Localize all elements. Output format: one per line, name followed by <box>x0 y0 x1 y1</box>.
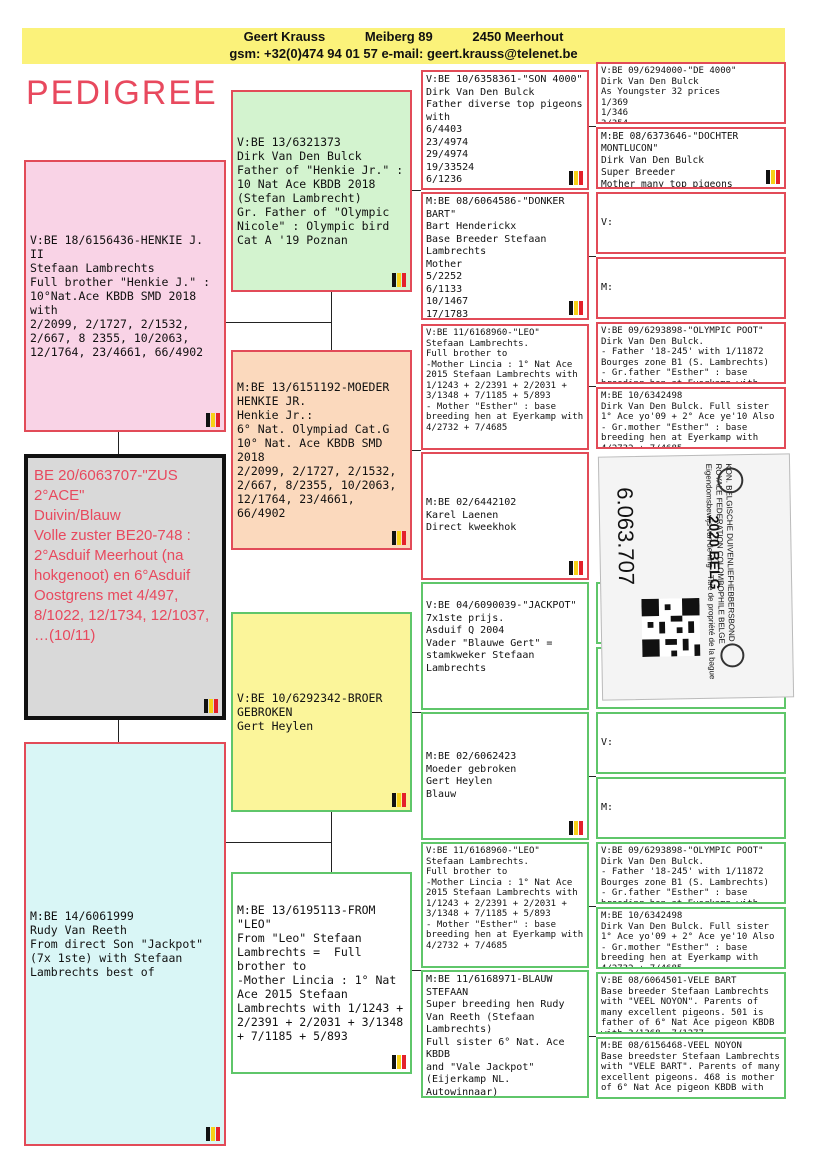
belgium-flag-icon <box>392 531 406 545</box>
gen3-box-7: V:BE 11/6168960-"LEO" Stefaan Lambrechts… <box>421 842 589 968</box>
sire-dam-box: M:BE 13/6151192-MOEDER HENKIE JR. Henkie… <box>231 350 412 550</box>
gen4-box-10: M: <box>596 777 786 839</box>
gen4-box-12: M:BE 10/6342498 Dirk Van Den Bulck. Full… <box>596 907 786 969</box>
belgium-flag-icon <box>204 699 218 713</box>
dam-sire-text: V:BE 10/6292342-BROER GEBROKEN Gert Heyl… <box>237 691 383 733</box>
belgium-flag-icon <box>392 273 406 287</box>
gen4-box-11: V:BE 09/6293898-"OLYMPIC POOT" Dirk Van … <box>596 842 786 904</box>
federation-logo-icon <box>717 467 744 494</box>
belgium-flag-icon <box>206 1127 220 1141</box>
ring-ownership-card: 6.063.707 2020 BELG KON. BELGISCHE DUIVE… <box>597 453 795 701</box>
page-title: PEDIGREE <box>26 74 218 112</box>
owner-name: Geert Krauss <box>243 29 326 44</box>
sire-sire-text: V:BE 13/6321373 Dirk Van Den Bulck Fathe… <box>237 135 404 247</box>
belgium-flag-icon <box>569 821 583 835</box>
dam-text: M:BE 14/6061999 Rudy Van Reeth From dire… <box>30 909 204 979</box>
belgium-flag-icon <box>569 301 583 315</box>
ring-number: 6.063.707 <box>612 487 640 586</box>
sire-text: V:BE 18/6156436-HENKIE J. II Stefaan Lam… <box>30 233 211 359</box>
gen4-box-5: V:BE 09/6293898-"OLYMPIC POOT" Dirk Van … <box>596 322 786 384</box>
belgium-flag-icon <box>392 793 406 807</box>
dam-dam-box: M:BE 13/6195113-FROM "LEO" From "Leo" St… <box>231 872 412 1074</box>
gen4-box-3: V: <box>596 192 786 254</box>
gen3-box-4: M:BE 02/6442102 Karel Laenen Direct kwee… <box>421 452 589 580</box>
seal-icon <box>720 643 745 668</box>
belgium-flag-icon <box>206 413 220 427</box>
belgium-flag-icon <box>392 1055 406 1069</box>
owner-contact: gsm: +32(0)474 94 01 57 e-mail: geert.kr… <box>229 46 578 61</box>
belgium-flag-icon <box>766 170 780 184</box>
header-banner: Geert Krauss Meiberg 89 2450 Meerhout gs… <box>22 28 785 64</box>
sire-dam-text: M:BE 13/6151192-MOEDER HENKIE JR. Henkie… <box>237 380 397 520</box>
belgium-flag-icon <box>569 171 583 185</box>
qr-code-icon <box>641 597 701 657</box>
subject-text: BE 20/6063707-"ZUS 2°ACE" Duivin/Blauw V… <box>34 467 210 644</box>
gen4-box-14: M:BE 08/6156468-VEEL NOYON Base breedste… <box>596 1037 786 1099</box>
gen4-box-9: V: <box>596 712 786 774</box>
sire-box: V:BE 18/6156436-HENKIE J. II Stefaan Lam… <box>24 160 226 432</box>
gen3-box-1: V:BE 10/6358361-"SON 4000" Dirk Van Den … <box>421 70 589 190</box>
gen3-box-2: M:BE 08/6064586-"DONKER BART" Bart Hende… <box>421 192 589 320</box>
gen3-box-6: M:BE 02/6062423 Moeder gebroken Gert Hey… <box>421 712 589 840</box>
gen4-box-13: V:BE 08/6064501-VELE BART Base breeder S… <box>596 972 786 1034</box>
gen3-box-5: V:BE 04/6090039-"JACKPOT" 7x1ste prijs. … <box>421 582 589 710</box>
gen4-box-2: M:BE 08/6373646-"DOCHTER MONTLUCON" Dirk… <box>596 127 786 189</box>
belgium-flag-icon <box>569 561 583 575</box>
dam-dam-text: M:BE 13/6195113-FROM "LEO" From "Leo" St… <box>237 903 404 1043</box>
gen4-box-6: M:BE 10/6342498 Dirk Van Den Bulck. Full… <box>596 387 786 449</box>
sire-sire-box: V:BE 13/6321373 Dirk Van Den Bulck Fathe… <box>231 90 412 292</box>
dam-sire-box: V:BE 10/6292342-BROER GEBROKEN Gert Heyl… <box>231 612 412 812</box>
subject-box: BE 20/6063707-"ZUS 2°ACE" Duivin/Blauw V… <box>24 454 226 720</box>
gen4-box-4: M: <box>596 257 786 319</box>
owner-city: 2450 Meerhout <box>472 29 564 44</box>
gen3-box-3: V:BE 11/6168960-"LEO" Stefaan Lambrechts… <box>421 324 589 450</box>
dam-box: M:BE 14/6061999 Rudy Van Reeth From dire… <box>24 742 226 1146</box>
owner-street: Meiberg 89 <box>364 29 433 44</box>
gen4-box-1: V:BE 09/6294000-"DE 4000" Dirk Van Den B… <box>596 62 786 124</box>
gen3-box-8: M:BE 11/6168971-BLAUW STEFAAN Super bree… <box>421 970 589 1098</box>
